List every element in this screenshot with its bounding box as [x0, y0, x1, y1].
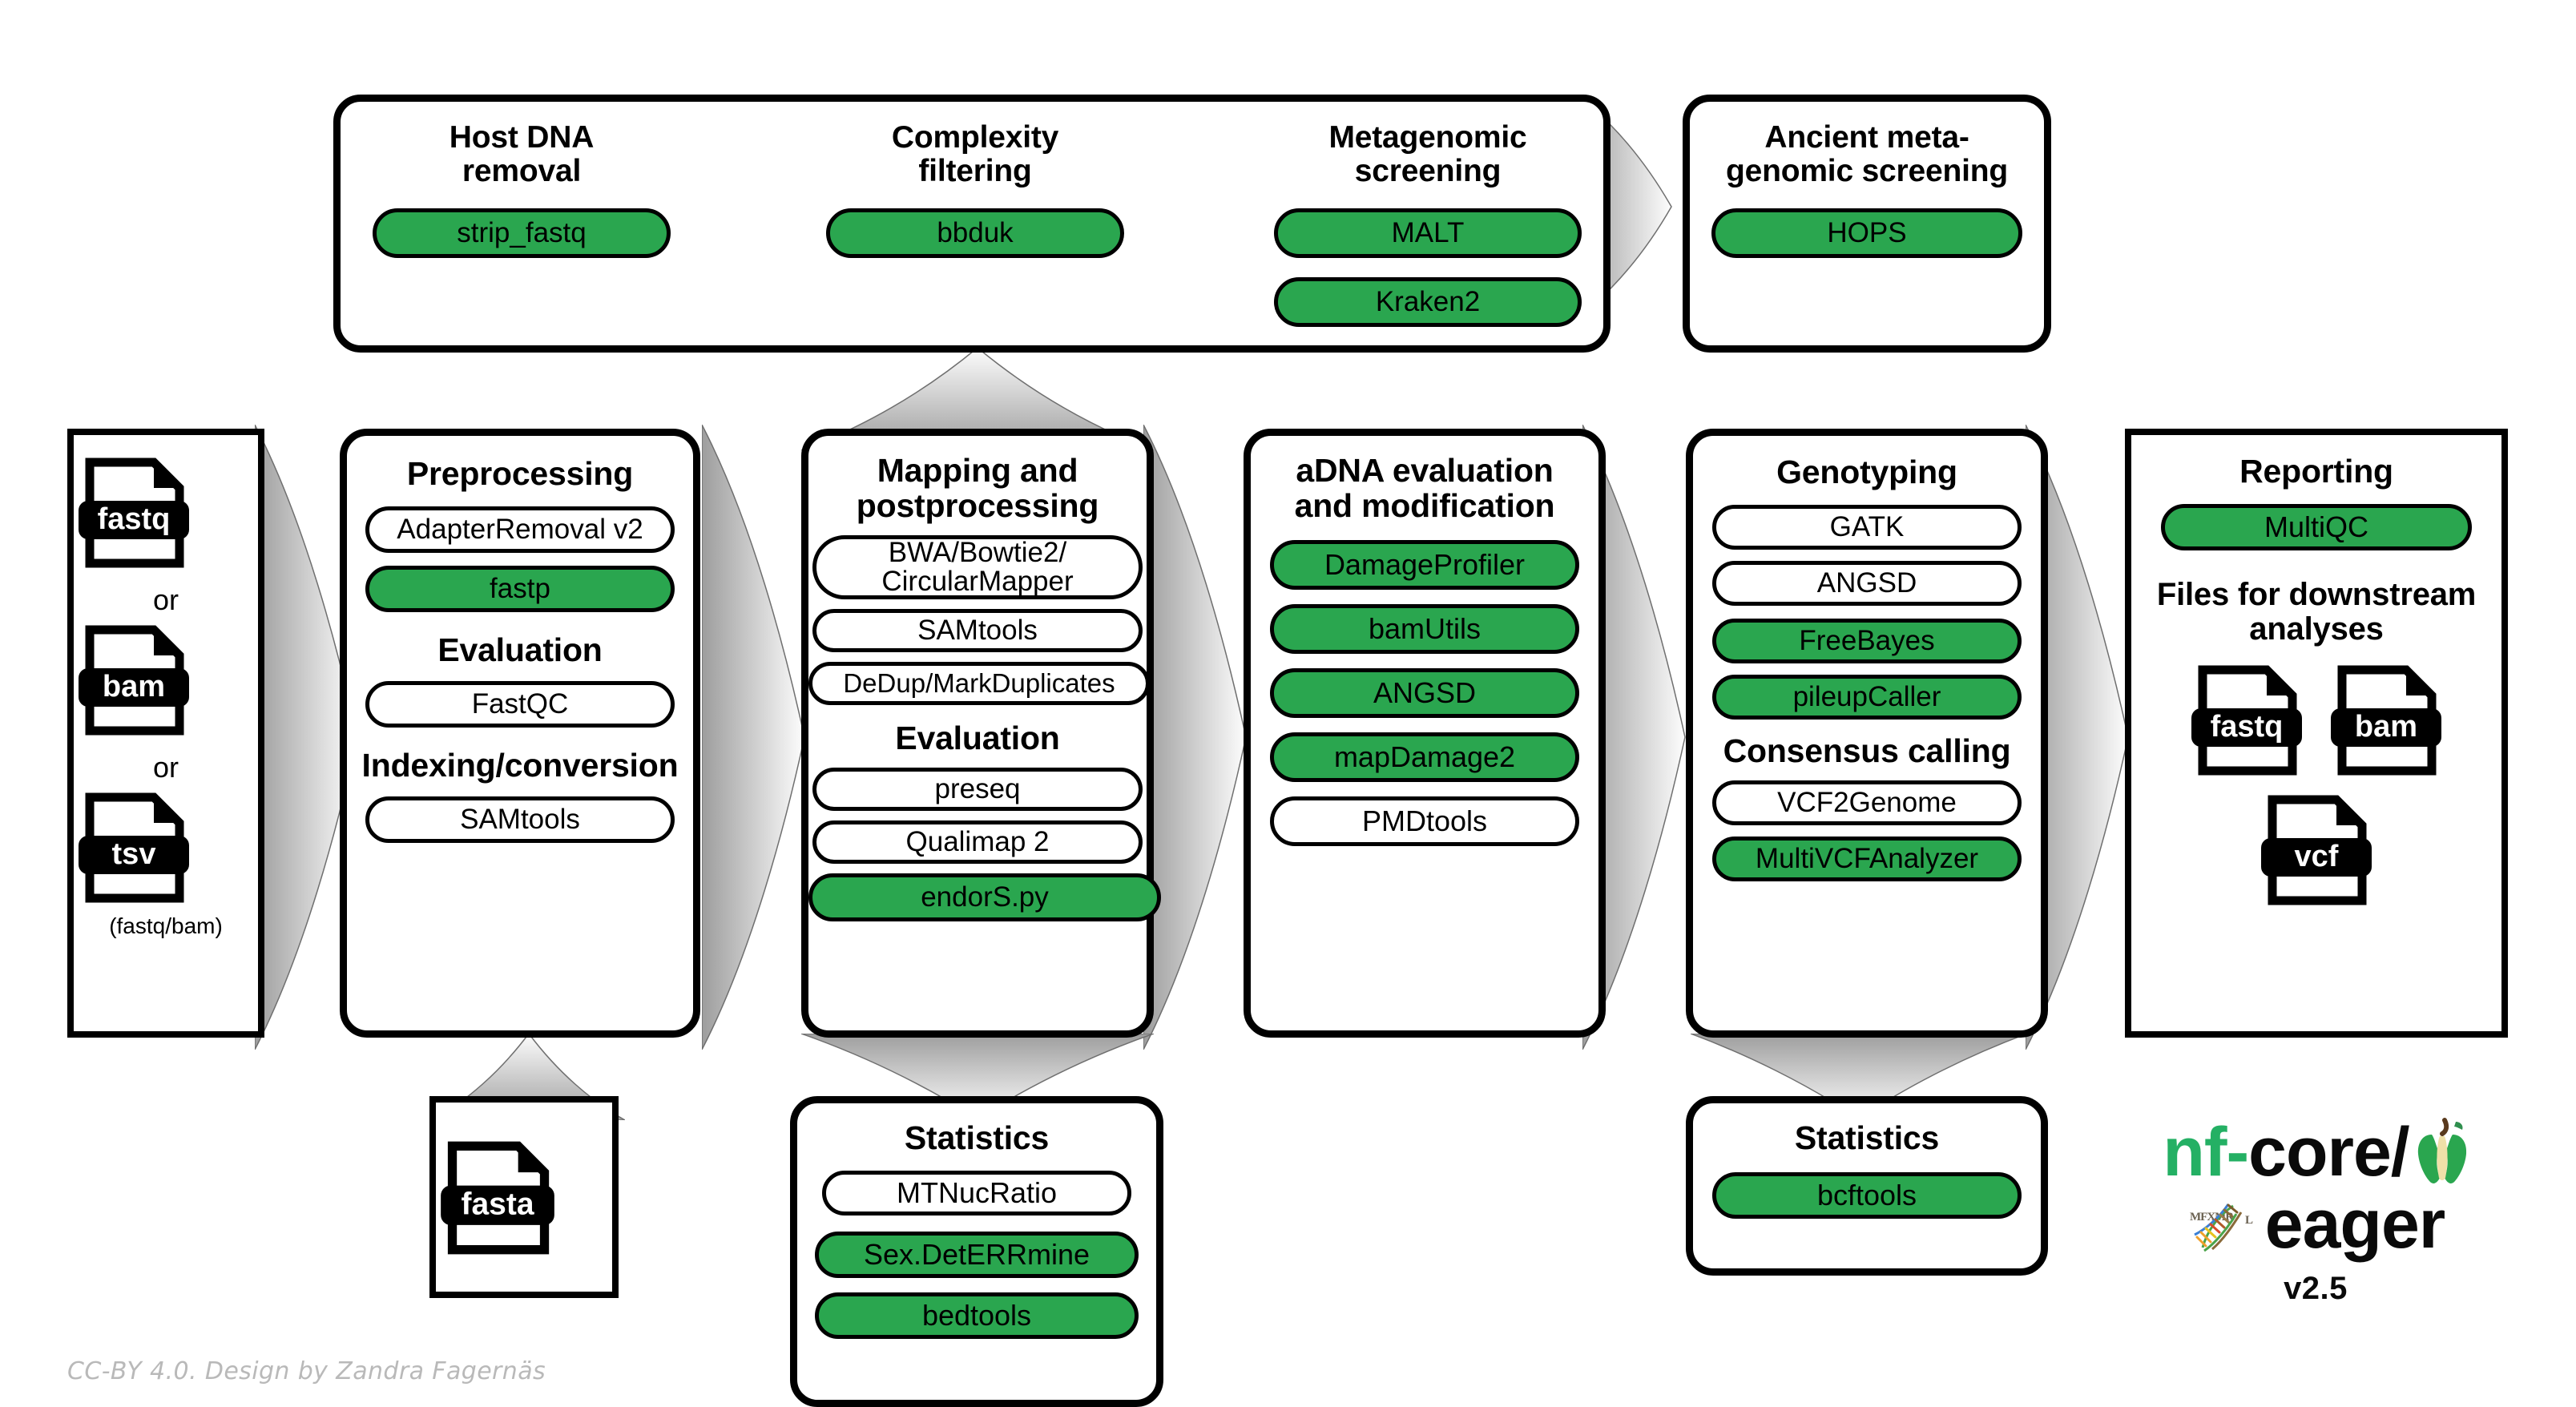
- tool-pill[interactable]: Kraken2: [1274, 277, 1582, 328]
- tsv-file-icon: tsv: [74, 788, 194, 908]
- logo-nf-text: nf: [2163, 1114, 2227, 1191]
- vcf-file-icon: vcf: [2256, 790, 2377, 910]
- tool-pill[interactable]: GATK: [1712, 504, 2022, 550]
- screening-panel: Host DNA removal strip_fastq Complexity …: [333, 95, 1611, 353]
- downstream-title: Files for downstream analyses: [2156, 576, 2477, 647]
- fastq-file-icon: fastq: [2186, 660, 2308, 780]
- panel-title: Statistics: [904, 1119, 1050, 1156]
- section-title: Indexing/conversion: [361, 746, 679, 784]
- arrow-adna-to-genotyping: [1582, 425, 1687, 1050]
- tool-pill[interactable]: PMDtools: [1270, 796, 1579, 846]
- tool-pill[interactable]: Sex.DetERRmine: [815, 1231, 1139, 1278]
- logo-dash: -: [2226, 1114, 2249, 1191]
- tool-pill[interactable]: bcftools: [1712, 1171, 2022, 1219]
- section-title: Evaluation: [895, 719, 1060, 756]
- section-title: Consensus calling: [1723, 732, 2011, 769]
- logo-eager-text: eager: [2264, 1186, 2445, 1263]
- tool-pill[interactable]: DeDup/MarkDuplicates: [808, 661, 1150, 705]
- fastq-file-icon: fastq: [74, 453, 194, 573]
- svg-text:fastq: fastq: [98, 502, 171, 536]
- dna-helix-icon: MFXMR L: [2187, 1196, 2264, 1252]
- group-title: Host DNA removal: [449, 120, 595, 188]
- downstream-files-row: fastq bam: [2131, 660, 2501, 780]
- tool-pill[interactable]: FastQC: [365, 680, 675, 728]
- downstream-files-row-2: vcf: [2131, 790, 2501, 910]
- input-note: (fastq/bam): [109, 913, 223, 938]
- svg-text:tsv: tsv: [112, 837, 156, 871]
- tool-pill[interactable]: BWA/Bowtie2/ CircularMapper: [812, 534, 1143, 599]
- svg-text:fastq: fastq: [2211, 710, 2284, 744]
- arrow-mapping-to-adna: [1143, 425, 1248, 1050]
- tool-pill[interactable]: FreeBayes: [1712, 618, 2022, 663]
- group-title: Complexity filtering: [891, 120, 1059, 188]
- tool-pill[interactable]: strip_fastq: [373, 208, 671, 259]
- genotyping-panel: Genotyping GATK ANGSD FreeBayes pileupCa…: [1686, 429, 2048, 1038]
- svg-text:bam: bam: [2355, 710, 2417, 744]
- group-host-dna-removal: Host DNA removal strip_fastq: [369, 120, 674, 259]
- logo-line-1: nf-core/: [2115, 1114, 2516, 1191]
- panel-title: Ancient meta- genomic screening: [1725, 120, 2009, 188]
- svg-text:bam: bam: [103, 670, 165, 704]
- panel-title: Reporting: [2239, 453, 2393, 490]
- or-label-1: or: [152, 583, 179, 616]
- bam-file-icon: bam: [74, 620, 194, 740]
- section-title: Evaluation: [437, 631, 603, 668]
- or-label-2: or: [152, 751, 179, 784]
- arrow-preprocessing-to-mapping: [702, 425, 806, 1050]
- tool-pill[interactable]: MultiVCFAnalyzer: [1712, 836, 2022, 881]
- tool-pill[interactable]: ANGSD: [1270, 667, 1579, 718]
- group-metagenomic-screening: Metagenomic screening MALT Kraken2: [1272, 120, 1584, 328]
- statistics-genotyping-panel: Statistics bcftools: [1686, 1096, 2048, 1276]
- nf-core-eager-logo: nf-core/ MFXMR L: [2115, 1114, 2516, 1322]
- input-files-panel: fastq or bam or tsv (fastq/bam): [67, 429, 264, 1038]
- bam-file-icon: bam: [2325, 660, 2447, 780]
- tool-pill[interactable]: endorS.py: [808, 873, 1161, 921]
- tool-pill[interactable]: SAMtools: [365, 796, 675, 843]
- tool-pill[interactable]: MultiQC: [2161, 503, 2472, 550]
- tool-pill[interactable]: pileupCaller: [1712, 674, 2022, 720]
- tool-pill[interactable]: bedtools: [815, 1292, 1139, 1339]
- svg-text:L: L: [2245, 1214, 2253, 1227]
- tool-pill[interactable]: mapDamage2: [1270, 732, 1579, 782]
- tool-pill[interactable]: SAMtools: [812, 608, 1143, 652]
- panel-title: aDNA evaluation and modification: [1294, 452, 1555, 524]
- panel-title: Genotyping: [1776, 454, 1957, 490]
- preprocessing-panel: Preprocessing AdapterRemoval v2 fastp Ev…: [340, 429, 700, 1038]
- fasta-file-icon: fasta: [436, 1136, 559, 1260]
- tool-pill[interactable]: MALT: [1274, 208, 1582, 259]
- tool-pill[interactable]: MTNucRatio: [822, 1170, 1131, 1216]
- tool-pill[interactable]: fastp: [365, 565, 675, 612]
- group-complexity-filtering: Complexity filtering bbduk: [823, 120, 1127, 259]
- svg-text:vcf: vcf: [2295, 840, 2339, 873]
- logo-line-2: MFXMR L: [2115, 1186, 2516, 1263]
- panel-title: Mapping and postprocessing: [856, 452, 1099, 524]
- tool-pill[interactable]: bamUtils: [1270, 603, 1579, 654]
- tool-pill[interactable]: ANGSD: [1712, 560, 2022, 606]
- tool-pill[interactable]: preseq: [812, 767, 1143, 811]
- reference-fasta-panel: fasta: [429, 1096, 619, 1298]
- panel-title: Statistics: [1794, 1119, 1940, 1156]
- adna-panel: aDNA evaluation and modification DamageP…: [1244, 429, 1606, 1038]
- mapping-panel: Mapping and postprocessing BWA/Bowtie2/ …: [801, 429, 1161, 1038]
- group-title: Metagenomic screening: [1328, 120, 1527, 188]
- credit-text: CC-BY 4.0. Design by Zandra Fagernäs: [67, 1357, 546, 1385]
- tool-pill[interactable]: DamageProfiler: [1270, 539, 1579, 590]
- panel-title: Preprocessing: [406, 455, 634, 492]
- tool-pill[interactable]: VCF2Genome: [1712, 780, 2022, 825]
- statistics-mapping-panel: Statistics MTNucRatio Sex.DetERRmine bed…: [790, 1096, 1163, 1407]
- svg-text:fasta: fasta: [461, 1187, 534, 1222]
- tool-pill[interactable]: HOPS: [1711, 208, 2022, 259]
- ancient-screening-panel: Ancient meta- genomic screening HOPS: [1683, 95, 2051, 353]
- tool-pill[interactable]: Qualimap 2: [812, 820, 1143, 864]
- logo-version: v2.5: [2284, 1271, 2348, 1306]
- logo-core-text: core/: [2248, 1114, 2410, 1191]
- reporting-panel: Reporting MultiQC Files for downstream a…: [2125, 429, 2508, 1038]
- tool-pill[interactable]: AdapterRemoval v2: [365, 506, 675, 553]
- apple-core-icon: [2416, 1117, 2469, 1187]
- tool-pill[interactable]: bbduk: [826, 208, 1124, 259]
